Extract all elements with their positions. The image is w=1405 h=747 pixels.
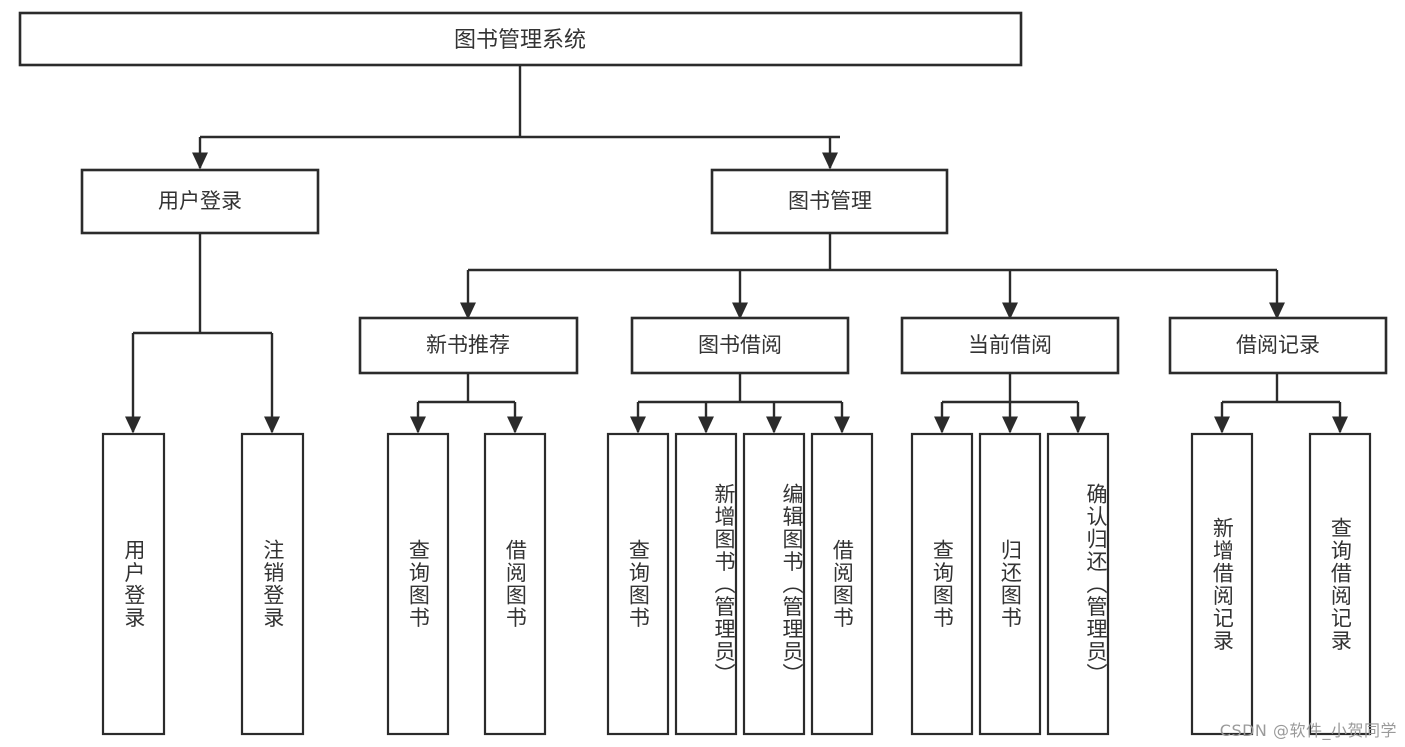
leaf-book-borrow-2[interactable] bbox=[742, 432, 806, 736]
leaf-new-book-1[interactable] bbox=[483, 432, 547, 736]
edge-root-to-level1 bbox=[191, 65, 840, 170]
node-current-borrow[interactable]: 当前借阅 bbox=[900, 316, 1120, 375]
node-user-login[interactable]: 用户登录 bbox=[80, 168, 320, 235]
edge-book-borrow-to-leaves bbox=[629, 373, 851, 434]
node-book-manage[interactable]: 图书管理 bbox=[710, 168, 949, 235]
leaf-user-login-0[interactable] bbox=[101, 432, 166, 736]
edge-new-book-to-leaves bbox=[409, 373, 524, 434]
leaf-current-borrow-0[interactable] bbox=[910, 432, 974, 736]
leaf-borrow-record-0[interactable] bbox=[1190, 432, 1254, 736]
leaf-book-borrow-1[interactable] bbox=[674, 432, 738, 736]
csdn-watermark: CSDN @软件_小贺同学 bbox=[1219, 721, 1397, 740]
node-book-borrow-label: 图书借阅 bbox=[698, 333, 782, 357]
edge-book-manage-to-level2 bbox=[459, 233, 1286, 320]
leaf-book-borrow-0[interactable] bbox=[606, 432, 670, 736]
leaf-user-login-1[interactable] bbox=[240, 432, 305, 736]
node-borrow-record[interactable]: 借阅记录 bbox=[1168, 316, 1388, 375]
node-book-manage-label: 图书管理 bbox=[788, 189, 872, 213]
node-new-book-recommend-label: 新书推荐 bbox=[426, 333, 510, 357]
node-new-book-recommend[interactable]: 新书推荐 bbox=[358, 316, 579, 375]
leaf-book-borrow-3[interactable] bbox=[810, 432, 874, 736]
node-current-borrow-label: 当前借阅 bbox=[968, 333, 1052, 357]
leaf-current-borrow-1[interactable] bbox=[978, 432, 1042, 736]
edge-borrow-record-to-leaves bbox=[1213, 373, 1349, 434]
leaf-new-book-0[interactable] bbox=[386, 432, 450, 736]
node-borrow-record-label: 借阅记录 bbox=[1236, 333, 1320, 357]
leaf-borrow-record-1[interactable] bbox=[1308, 432, 1372, 736]
node-root[interactable]: 图书管理系统 bbox=[18, 11, 1023, 67]
node-book-borrow[interactable]: 图书借阅 bbox=[630, 316, 850, 375]
node-user-login-label: 用户登录 bbox=[158, 189, 242, 213]
leaf-current-borrow-2[interactable] bbox=[1046, 432, 1110, 736]
edge-user-login-to-leaves bbox=[124, 233, 281, 434]
edge-current-borrow-to-leaves bbox=[933, 373, 1087, 434]
node-root-label: 图书管理系统 bbox=[454, 28, 586, 53]
